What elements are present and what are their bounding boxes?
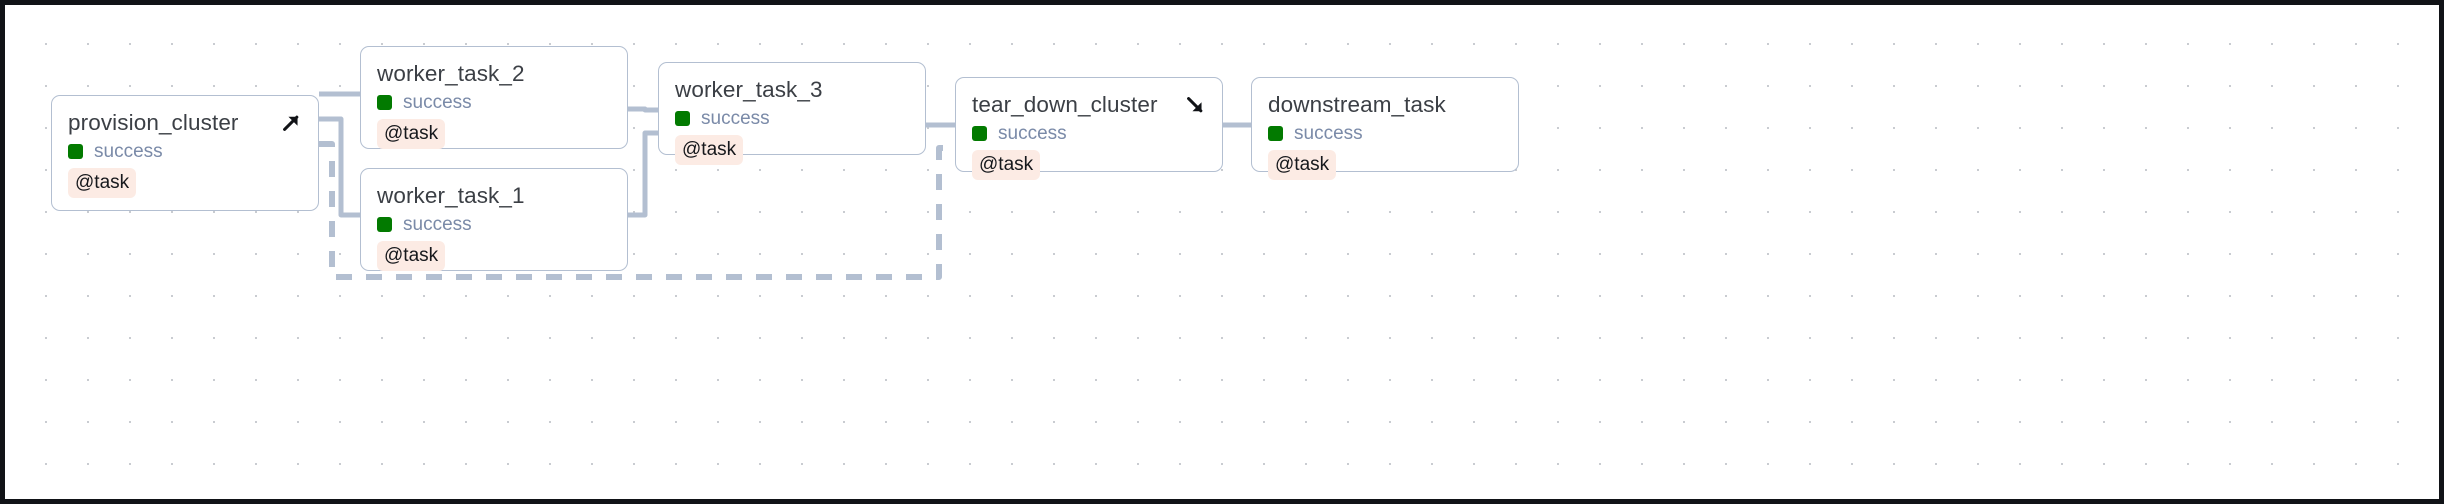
edge-worker-task-2-to-worker-task-3	[628, 106, 658, 113]
node-state-row: success	[68, 142, 302, 161]
node-title: worker_task_3	[675, 77, 823, 102]
node-title: worker_task_2	[377, 61, 525, 86]
node-worker-task-1[interactable]: worker_task_1 success @task	[360, 168, 628, 271]
status-swatch-success	[1268, 125, 1283, 141]
node-state-label: success	[1294, 122, 1363, 144]
node-task-badge: @task	[1268, 149, 1337, 180]
arrow-down-right-icon	[1181, 91, 1209, 119]
node-state-row: success	[675, 109, 909, 128]
node-task-badge: @task	[972, 149, 1041, 180]
node-title: worker_task_1	[377, 183, 525, 208]
node-state-row: success	[377, 215, 611, 234]
node-provision-cluster[interactable]: provision_cluster success @task	[51, 95, 319, 211]
node-title: downstream_task	[1268, 92, 1446, 117]
node-state-row: success	[972, 124, 1206, 143]
node-state-row: success	[377, 93, 611, 112]
status-swatch-success	[68, 143, 83, 159]
arrow-up-right-icon	[277, 109, 305, 137]
status-swatch-success	[675, 110, 690, 126]
node-worker-task-2[interactable]: worker_task_2 success @task	[360, 46, 628, 149]
node-state-label: success	[403, 91, 472, 113]
node-downstream-task[interactable]: downstream_task success @task	[1251, 77, 1519, 180]
node-title: tear_down_cluster	[972, 92, 1158, 117]
edge-provision-cluster-to-worker-task-1	[319, 116, 360, 218]
node-state-label: success	[403, 213, 472, 235]
node-state-label: success	[94, 140, 163, 162]
status-swatch-success	[972, 125, 987, 141]
node-task-badge: @task	[377, 118, 446, 149]
node-title: provision_cluster	[68, 110, 239, 135]
node-tear-down-cluster[interactable]: tear_down_cluster success @task	[955, 77, 1223, 180]
node-task-badge: @task	[675, 134, 744, 165]
node-state-label: success	[701, 107, 770, 129]
status-swatch-success	[377, 94, 392, 110]
node-state-row: success	[1268, 124, 1502, 143]
status-swatch-success	[377, 216, 392, 232]
node-worker-task-3[interactable]: worker_task_3 success @task	[658, 62, 926, 165]
node-task-badge: @task	[68, 167, 137, 198]
edge-worker-task-1-to-worker-task-3	[628, 130, 658, 218]
node-task-badge: @task	[377, 240, 446, 271]
node-state-label: success	[998, 122, 1067, 144]
